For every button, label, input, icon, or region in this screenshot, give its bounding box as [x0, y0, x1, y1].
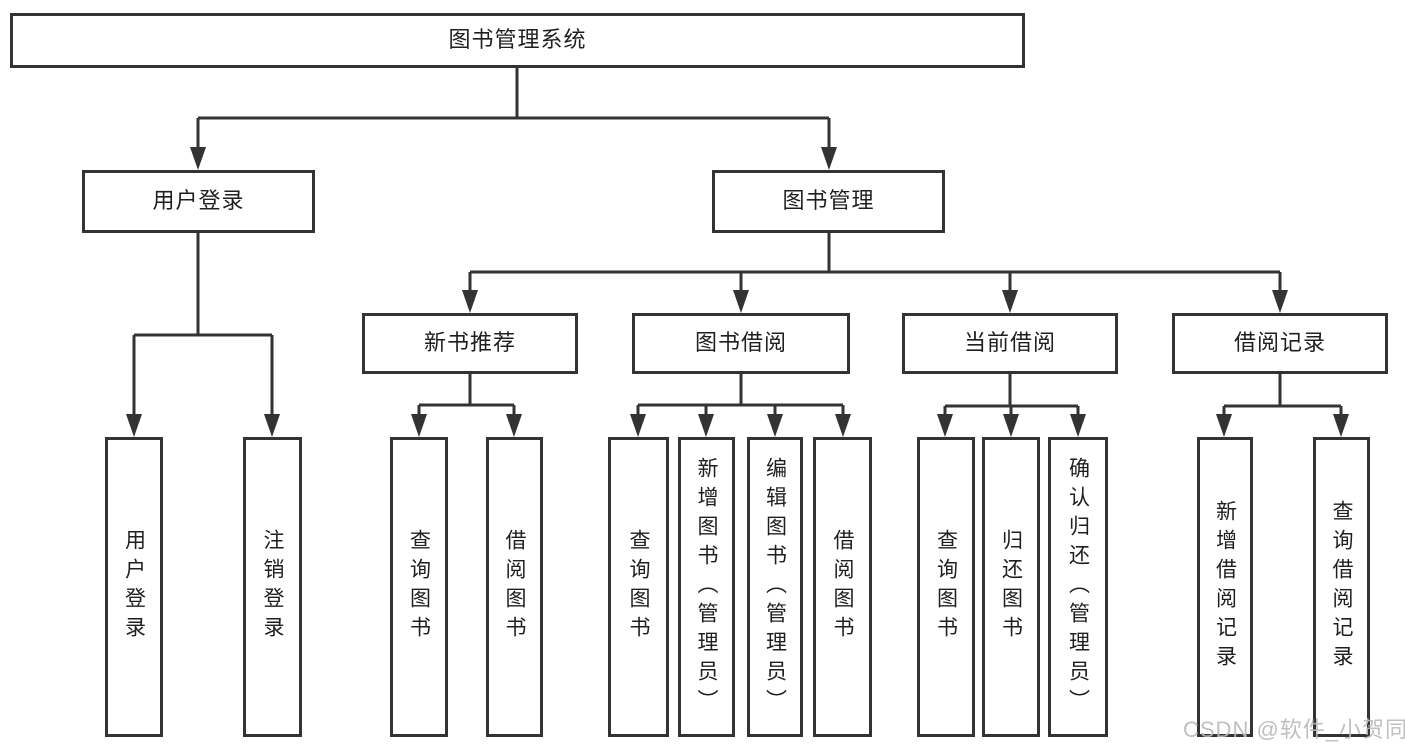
- edge-line: [1222, 374, 1343, 416]
- leaf-label: 查询图书: [934, 529, 958, 645]
- leaf-label: 借阅图书: [831, 529, 854, 645]
- watermark: CSDN @软件_小贺同学: [1183, 717, 1405, 742]
- edge-current-borrow-to-children: [937, 374, 1086, 437]
- leaf-label: 归还图书: [999, 529, 1023, 645]
- arrow-down-icon: [264, 414, 280, 437]
- leaf-label: 用户登录: [122, 529, 146, 645]
- arrow-down-icon: [835, 414, 851, 437]
- arrow-down-icon: [462, 290, 478, 313]
- node-book-management: 图书管理: [712, 170, 945, 233]
- arrow-down-icon: [767, 414, 783, 437]
- node-new-book-recommend: 新书推荐: [362, 313, 578, 374]
- node-borrow-records: 借阅记录: [1172, 313, 1388, 374]
- arrow-down-icon: [190, 147, 206, 170]
- edge-root-to-level2: [190, 68, 837, 170]
- edge-line: [417, 374, 516, 416]
- leaf-label: 编辑图书（管理员）: [763, 456, 787, 718]
- node-leaf-return-book: 归还图书: [982, 437, 1040, 737]
- edge-line: [132, 233, 274, 416]
- arrow-down-icon: [630, 414, 646, 437]
- leaf-label: 新增图书（管理员）: [695, 456, 718, 718]
- arrow-down-icon: [1070, 414, 1086, 437]
- node-leaf-add-borrow-record: 新增借阅记录: [1197, 437, 1253, 737]
- arrow-down-icon: [1002, 290, 1018, 313]
- arrow-down-icon: [126, 414, 142, 437]
- leaf-label: 新增借阅记录: [1213, 500, 1237, 674]
- arrow-down-icon: [733, 290, 749, 313]
- node-user-login: 用户登录: [82, 170, 315, 233]
- leaf-label: 查询图书: [407, 529, 431, 645]
- node-leaf-edit-book-admin: 编辑图书（管理员）: [747, 437, 803, 737]
- arrow-down-icon: [698, 414, 714, 437]
- edge-borrow-records-to-children: [1216, 374, 1349, 437]
- node-book-borrow: 图书借阅: [632, 313, 850, 374]
- node-leaf-confirm-return-admin: 确认归还（管理员）: [1048, 437, 1108, 737]
- edge-user-login-to-children: [126, 233, 280, 437]
- edge-book-borrow-to-children: [630, 374, 851, 437]
- node-leaf-query-book-1: 查询图书: [390, 437, 448, 737]
- arrow-down-icon: [1003, 414, 1019, 437]
- leaf-label: 查询借阅记录: [1330, 500, 1353, 674]
- arrow-down-icon: [937, 414, 953, 437]
- arrow-down-icon: [411, 414, 427, 437]
- node-leaf-add-book-admin: 新增图书（管理员）: [678, 437, 735, 737]
- arrow-down-icon: [821, 147, 837, 170]
- edge-new-book-rec-to-children: [411, 374, 522, 437]
- leaf-label: 注销登录: [261, 529, 284, 645]
- node-leaf-query-book-2: 查询图书: [608, 437, 669, 737]
- node-current-borrow: 当前借阅: [902, 313, 1118, 374]
- leaf-label: 查询图书: [627, 529, 650, 645]
- arrow-down-icon: [1333, 414, 1349, 437]
- node-leaf-borrow-book-1: 借阅图书: [486, 437, 543, 737]
- node-leaf-user-login: 用户登录: [105, 437, 163, 737]
- node-leaf-query-borrow-record: 查询借阅记录: [1313, 437, 1370, 737]
- node-leaf-logout: 注销登录: [243, 437, 302, 737]
- arrow-down-icon: [1216, 414, 1232, 437]
- edge-line: [943, 374, 1080, 416]
- edge-book-mgmt-to-level3: [462, 233, 1288, 313]
- arrow-down-icon: [1272, 290, 1288, 313]
- leaf-label: 借阅图书: [503, 529, 526, 645]
- edge-line: [196, 68, 831, 150]
- node-leaf-query-book-3: 查询图书: [917, 437, 975, 737]
- node-leaf-borrow-book-2: 借阅图书: [813, 437, 872, 737]
- node-root: 图书管理系统: [10, 13, 1025, 68]
- leaf-label: 确认归还（管理员）: [1066, 456, 1090, 718]
- edge-line: [468, 233, 1282, 292]
- arrow-down-icon: [506, 414, 522, 437]
- edge-line: [636, 374, 845, 416]
